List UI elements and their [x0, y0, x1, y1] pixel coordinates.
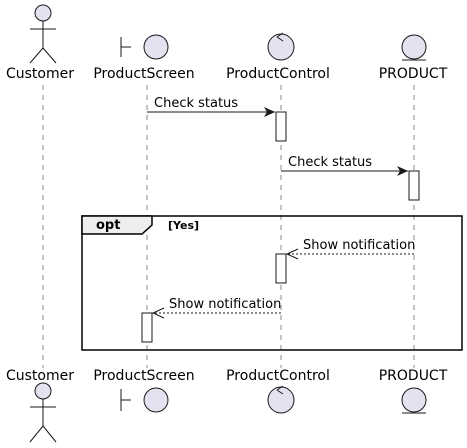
participant-label-productscreen: ProductScreen — [93, 66, 194, 82]
actor-icon-bottom — [29, 382, 57, 443]
participant-label-productcontrol-bottom: ProductControl — [226, 368, 330, 384]
participant-label-customer-bottom: Customer — [6, 368, 74, 384]
participant-label-product: PRODUCT — [379, 66, 448, 82]
open-arrowhead-icon — [151, 307, 165, 319]
message-label-4: Show notification — [169, 297, 281, 312]
activation-bar — [275, 111, 287, 142]
opt-fragment-frame — [81, 215, 463, 351]
actor-icon-top — [29, 4, 57, 64]
control-icon-top — [267, 32, 295, 61]
message-label-2: Check status — [288, 155, 372, 170]
entity-icon-top — [401, 34, 427, 61]
boundary-icon-top — [120, 34, 169, 60]
participant-label-product-bottom: PRODUCT — [379, 368, 448, 384]
opt-fragment-keyword: opt — [96, 218, 120, 233]
entity-icon-bottom — [401, 387, 427, 414]
message-label-1: Check status — [154, 96, 238, 111]
boundary-icon-bottom — [120, 387, 169, 413]
activation-bar — [408, 170, 420, 201]
message-label-3: Show notification — [303, 238, 415, 253]
opt-fragment-tab — [81, 215, 153, 235]
participant-label-customer: Customer — [6, 66, 74, 82]
arrowhead-icon — [397, 166, 408, 176]
control-icon-bottom — [267, 385, 295, 414]
activation-bar — [141, 312, 153, 343]
opt-fragment-condition: [Yes] — [168, 219, 199, 232]
participant-label-productscreen-bottom: ProductScreen — [93, 368, 194, 384]
participant-label-productcontrol: ProductControl — [226, 66, 330, 82]
activation-bar — [275, 253, 287, 284]
arrowhead-icon — [264, 107, 275, 117]
open-arrowhead-icon — [285, 248, 299, 260]
